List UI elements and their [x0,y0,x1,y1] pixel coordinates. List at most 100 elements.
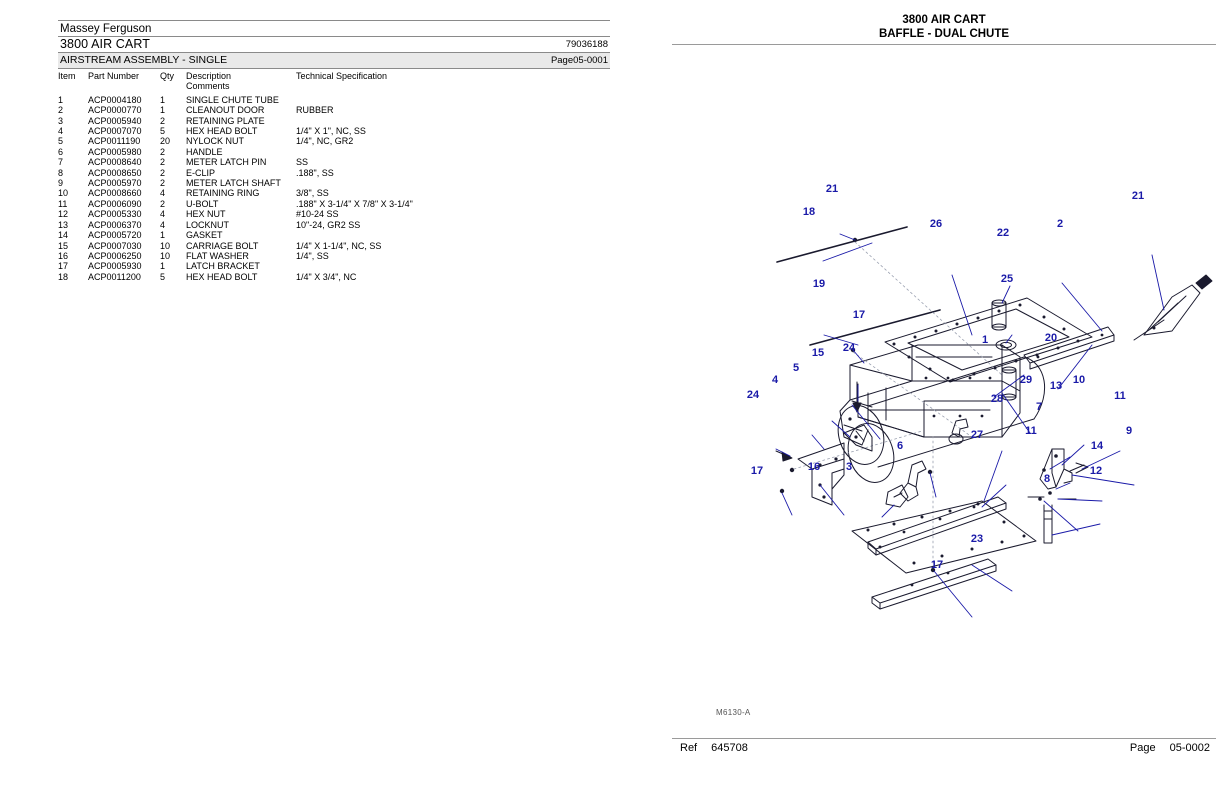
cell-part: ACP0007070 [88,126,142,137]
cell-part: ACP0005970 [88,178,142,189]
callout-20: 20 [1045,332,1057,344]
cell-spec: SS [296,157,309,168]
cell-part: ACP0008640 [88,157,142,168]
cell-item: 9 [58,178,64,189]
cell-qty: 5 [160,126,166,137]
cell-part: ACP0011190 [88,136,141,147]
cell-spec [296,230,610,240]
cell-spec: 3/8", SS [296,188,329,199]
cell-spec: 1/4" X 3/4", NC [296,271,357,282]
callout-3: 3 [846,461,852,473]
part-rod-2 [1133,274,1213,341]
cell-part: ACP0006250 [88,250,142,261]
exploded-diagram-svg: 1234567891011111213141516171717181920212… [747,183,1213,618]
cell-qty: 2 [160,146,166,157]
part-bar-20 [1023,326,1115,370]
cell-qty: 1 [160,105,166,116]
part-gasket-26 [884,297,1093,383]
table-row: 14 ACP0005720 1 GASKET [58,230,610,240]
callout-19: 19 [813,278,825,290]
part-bushing-22 [991,299,1007,331]
header-top-rule [58,20,610,21]
col-header-qty: Qty [160,71,175,81]
model-rule [58,52,610,53]
part-rod-19 [809,309,941,346]
cell-desc: U-BOLT [186,198,219,209]
cell-part: ACP0005720 [88,230,142,241]
model-name: 3800 AIR CART [60,37,151,51]
figure-title-line2: BAFFLE - DUAL CHUTE [878,27,1010,40]
cell-spec [296,116,610,126]
figure-code: M6130-A [716,708,751,717]
callout-11: 11 [1114,390,1126,402]
cell-part: ACP0011200 [88,271,141,282]
part-bushing-25b [1001,366,1017,401]
assembly-row: AIRSTREAM ASSEMBLY - SINGLE Page05-0001 [58,53,610,68]
footer-rule [672,738,1216,739]
callout-25: 25 [1001,273,1013,285]
cell-desc: RETAINING PLATE [186,115,265,126]
ref-label: Ref [680,742,698,754]
cell-qty: 1 [160,230,166,241]
assembly-rule [58,68,610,69]
cell-desc: NYLOCK NUT [186,136,245,147]
callout-7: 7 [1036,401,1042,413]
part-latch-assembly [1027,448,1089,544]
cell-part: ACP0008650 [88,167,142,178]
cell-part: ACP0005930 [88,261,142,272]
page-number-left: Page05-0001 [550,55,608,66]
model-row: 3800 AIR CART 79036188 [58,37,610,52]
cell-item: 11 [58,198,68,209]
cell-item: 3 [58,115,64,126]
col-header-description: Description [186,71,232,81]
brand-rule [58,36,610,37]
cell-item: 15 [58,240,69,251]
cell-part: ACP0006090 [88,198,142,209]
cell-item: 4 [58,126,64,137]
cell-item: 14 [58,230,69,241]
callout-17b: 17 [751,465,763,477]
cell-item: 8 [58,167,64,178]
cell-part: ACP0006370 [88,219,142,230]
cell-part: ACP0008660 [88,188,142,199]
callout-10: 10 [1073,374,1085,386]
callout-17: 17 [853,309,865,321]
cell-qty: 10 [160,240,171,251]
cell-item: 12 [58,209,69,220]
part-handle-6a [899,460,927,502]
cell-item: 2 [58,105,64,116]
callout-27: 27 [971,429,983,441]
cell-spec: 1/4", NC, GR2 [296,136,354,147]
cell-desc: LATCH BRACKET [186,261,260,272]
cell-spec [296,95,610,105]
cell-qty: 1 [160,261,166,272]
cell-qty: 2 [160,178,166,189]
cell-desc: LOCKNUT [186,219,230,230]
callout-4: 4 [772,374,779,386]
parts-table: Item Part Number Qty Description Technic… [58,71,610,282]
parts-table-subheader-row: Comments [58,81,610,94]
callout-14: 14 [1091,440,1104,452]
cell-spec: .188", SS [296,167,334,178]
col-header-technical-specification: Technical Specification [296,71,388,81]
cell-spec [296,261,610,271]
figure-title-line1: 3800 AIR CART [902,14,986,26]
cell-desc: E-CLIP [186,167,216,178]
cell-item: 7 [58,157,64,168]
fastener-markers [779,237,936,573]
cell-spec [296,178,610,188]
part-plate-27 [851,500,1037,574]
callout-22: 22 [997,227,1009,239]
cell-desc: GASKET [186,230,223,241]
part-channel-28 [867,496,1007,556]
cell-part: ACP0005980 [88,146,142,157]
